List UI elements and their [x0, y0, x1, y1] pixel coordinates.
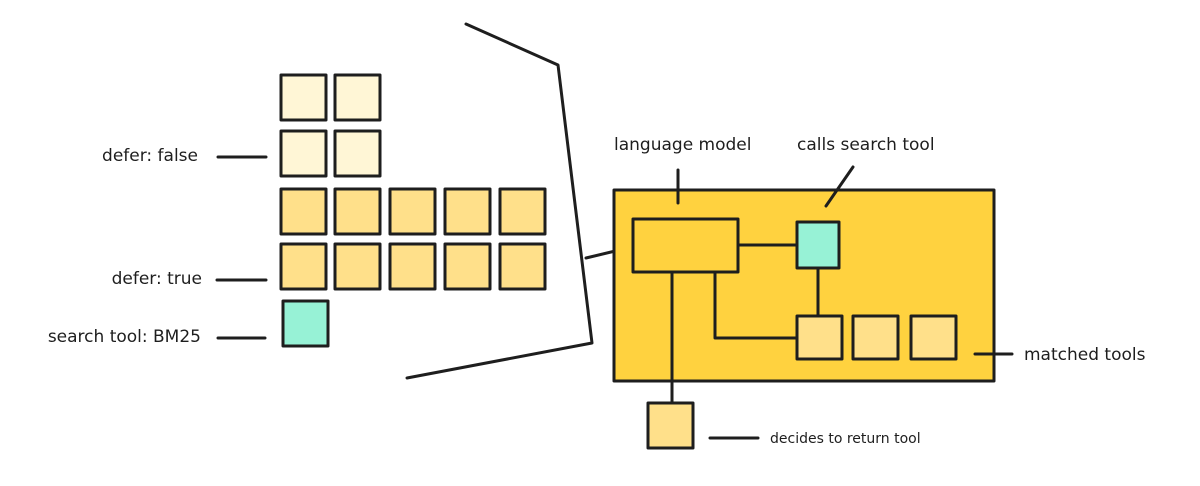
- leader-calls-search: [824, 165, 855, 208]
- tool-deferred-r1c2: [333, 187, 382, 236]
- label-matched-tools: matched tools: [1024, 345, 1146, 365]
- tool-nondeferred-4: [333, 129, 382, 178]
- tool-deferred-r2c5: [498, 242, 547, 291]
- label-language-model: language model: [614, 135, 752, 155]
- language-model-box: [631, 217, 740, 274]
- tool-deferred-r1c1: [279, 187, 328, 236]
- matched-tool-3: [909, 314, 958, 361]
- connector-model-to-matched: [713, 271, 799, 340]
- tool-deferred-r1c4: [443, 187, 492, 236]
- tool-nondeferred-1: [279, 73, 328, 122]
- matched-tool-1: [795, 314, 844, 361]
- label-calls-search-tool: calls search tool: [797, 135, 935, 155]
- tool-deferred-r2c4: [443, 242, 492, 291]
- tool-deferred-r1c3: [388, 187, 437, 236]
- returned-tool-box: [646, 401, 695, 450]
- tool-deferred-r2c1: [279, 242, 328, 291]
- tool-catalog: defer: false defer: true search tool: BM…: [48, 73, 547, 348]
- tool-nondeferred-2: [333, 73, 382, 122]
- label-defer-false: defer: false: [102, 146, 198, 166]
- label-decides-to-return: decides to return tool: [770, 431, 921, 447]
- runtime-panel: [612, 165, 1014, 405]
- matched-tool-2: [851, 314, 900, 361]
- tool-deferred-r2c3: [388, 242, 437, 291]
- selected-search-tool: [795, 220, 841, 270]
- search-tool-box: [281, 299, 330, 348]
- tool-deferred-r2c2: [333, 242, 382, 291]
- label-search-tool: search tool: BM25: [48, 327, 201, 347]
- tool-deferred-r1c5: [498, 187, 547, 236]
- label-defer-true: defer: true: [112, 269, 202, 289]
- tool-nondeferred-3: [279, 129, 328, 178]
- bracket-outline: [405, 22, 594, 380]
